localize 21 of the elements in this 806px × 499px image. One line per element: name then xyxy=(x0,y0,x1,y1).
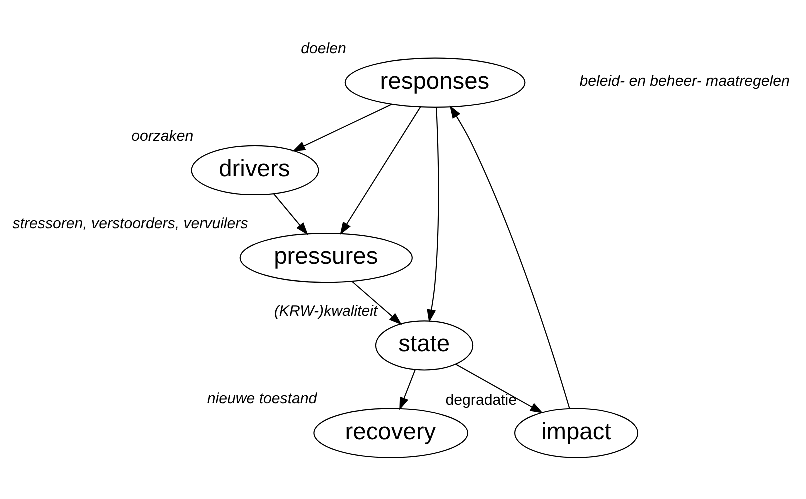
node-label: degradatie xyxy=(446,391,518,408)
arrow xyxy=(450,105,570,409)
arrow xyxy=(456,364,544,414)
node-label: oorzaken xyxy=(132,127,194,144)
node-ellipse: impact xyxy=(514,408,639,458)
arrow xyxy=(274,193,308,235)
arrow xyxy=(427,107,440,322)
arrow xyxy=(400,369,416,410)
node-ellipse: recovery xyxy=(314,408,469,458)
node-label: doelen xyxy=(301,40,346,57)
arrow xyxy=(340,106,422,235)
node-label: nieuwe toestand xyxy=(207,390,318,408)
node-ellipse: pressures xyxy=(240,232,413,283)
node-label: stressoren, verstoorders, vervuilers xyxy=(12,215,248,232)
node-ellipse: responses xyxy=(344,57,526,108)
node-ellipse: state xyxy=(375,320,474,370)
label: beleid- en beheer- maatregelen xyxy=(580,72,790,90)
node-ellipse: drivers xyxy=(191,144,320,196)
arrow xyxy=(352,280,402,325)
arrow xyxy=(292,103,392,152)
node-label: (KRW-)kwaliteit xyxy=(274,302,378,320)
